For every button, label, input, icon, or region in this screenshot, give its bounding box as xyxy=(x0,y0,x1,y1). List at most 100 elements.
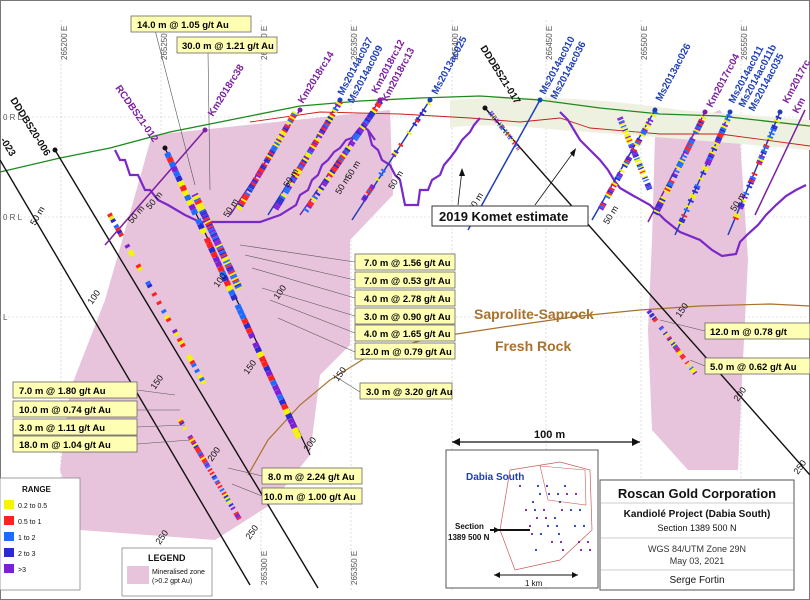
assay-interval xyxy=(295,167,302,173)
assay-interval xyxy=(320,181,327,188)
assay-interval xyxy=(656,202,664,208)
assay-interval xyxy=(358,126,365,133)
assay-interval xyxy=(310,196,317,202)
assay-interval xyxy=(258,167,265,172)
assay-interval xyxy=(201,457,207,463)
assay-interval xyxy=(278,133,285,138)
assay-interval xyxy=(272,143,280,148)
assay-interval xyxy=(684,360,690,365)
assay-interval xyxy=(284,123,291,129)
assay-interval xyxy=(184,194,192,202)
inset-collar-dot xyxy=(547,492,551,496)
intercept-label: 3.0 m @ 3.20 g/t Au xyxy=(366,387,453,398)
assay-interval xyxy=(597,206,604,211)
inset-collar-dot xyxy=(518,484,522,488)
komet-pit-outline-center xyxy=(366,117,481,207)
assay-interval xyxy=(259,165,266,171)
intercept-label: 12.0 m @ 0.78 g/t xyxy=(710,327,788,338)
assay-interval xyxy=(749,177,756,182)
assay-interval xyxy=(662,331,668,336)
inset-collar-dot xyxy=(578,508,582,512)
assay-interval xyxy=(255,172,262,177)
range-swatch xyxy=(4,548,14,557)
assay-interval xyxy=(235,514,241,519)
assay-interval xyxy=(641,175,648,179)
assay-interval xyxy=(747,180,754,185)
assay-interval xyxy=(488,111,494,116)
assay-interval xyxy=(681,355,686,360)
legend-zone-swatch xyxy=(127,566,149,584)
intercept-box xyxy=(12,400,138,418)
assay-interval xyxy=(620,125,628,130)
assay-interval xyxy=(630,147,637,152)
assay-interval xyxy=(241,196,248,201)
assay-interval xyxy=(160,308,167,314)
scale-bar-100m: 100 m xyxy=(452,429,640,446)
assay-interval xyxy=(189,437,195,443)
assay-interval xyxy=(683,208,690,213)
assay-interval xyxy=(378,171,384,177)
assay-interval xyxy=(328,170,335,177)
assay-interval xyxy=(284,185,292,191)
assay-interval xyxy=(625,136,632,141)
inset-collar-dot xyxy=(539,532,543,536)
assay-interval xyxy=(114,226,121,232)
assay-interval xyxy=(344,147,351,153)
assay-interval xyxy=(624,134,631,138)
inset-collar-dot xyxy=(563,484,567,488)
assay-interval xyxy=(653,209,660,214)
assay-interval xyxy=(229,273,237,279)
assay-interval xyxy=(213,238,221,244)
assay-interval xyxy=(165,317,172,323)
assay-interval xyxy=(207,467,213,473)
assay-interval xyxy=(249,183,256,189)
assay-interval xyxy=(276,200,283,206)
assay-interval xyxy=(215,243,223,248)
assay-interval xyxy=(371,106,379,112)
assay-interval xyxy=(369,110,376,116)
assay-interval xyxy=(280,193,287,199)
assay-interval xyxy=(671,174,678,179)
assay-interval xyxy=(171,328,178,334)
assay-interval xyxy=(500,126,506,131)
intercept-labels: 14.0 m @ 1.05 g/t Au 30.0 m @ 1.21 g/t A… xyxy=(12,15,810,505)
assay-interval xyxy=(282,126,289,132)
inset-collar-dot xyxy=(534,548,538,552)
assay-interval xyxy=(292,173,299,179)
assay-interval xyxy=(771,124,778,129)
assay-interval xyxy=(118,232,125,238)
assay-interval xyxy=(696,123,703,128)
assay-interval xyxy=(203,236,212,245)
inset-collar-dot xyxy=(586,540,590,544)
assay-interval xyxy=(606,191,613,196)
assay-interval xyxy=(762,145,769,150)
assay-interval xyxy=(135,263,142,269)
assay-interval xyxy=(224,496,230,501)
assay-interval xyxy=(225,284,234,292)
inset-map: Dabia South Section 1389 500 N 1 km xyxy=(445,449,599,589)
assay-interval xyxy=(756,159,763,164)
assay-interval xyxy=(697,176,704,181)
easting-label: 265350 E xyxy=(350,551,359,585)
inset-collar-dot xyxy=(577,540,581,544)
assay-interval xyxy=(279,194,286,200)
assay-interval xyxy=(500,125,505,130)
assay-interval xyxy=(189,359,196,365)
intercept-box xyxy=(354,324,456,342)
assay-interval xyxy=(623,160,630,165)
assay-interval xyxy=(773,119,781,124)
assay-interval xyxy=(204,219,212,225)
assay-interval xyxy=(638,169,646,173)
assay-interval xyxy=(214,241,222,247)
assay-interval xyxy=(679,353,685,358)
assay-interval xyxy=(269,149,276,155)
assay-interval xyxy=(488,110,493,115)
assay-interval xyxy=(649,313,655,318)
range-legend: RANGE 0.2 to 0.50.5 to 11 to 22 to 3>3 xyxy=(0,477,81,591)
assay-interval xyxy=(173,331,180,337)
assay-interval xyxy=(683,148,690,154)
assay-interval xyxy=(274,203,281,209)
assay-interval xyxy=(225,263,233,269)
assay-interval xyxy=(610,183,617,188)
